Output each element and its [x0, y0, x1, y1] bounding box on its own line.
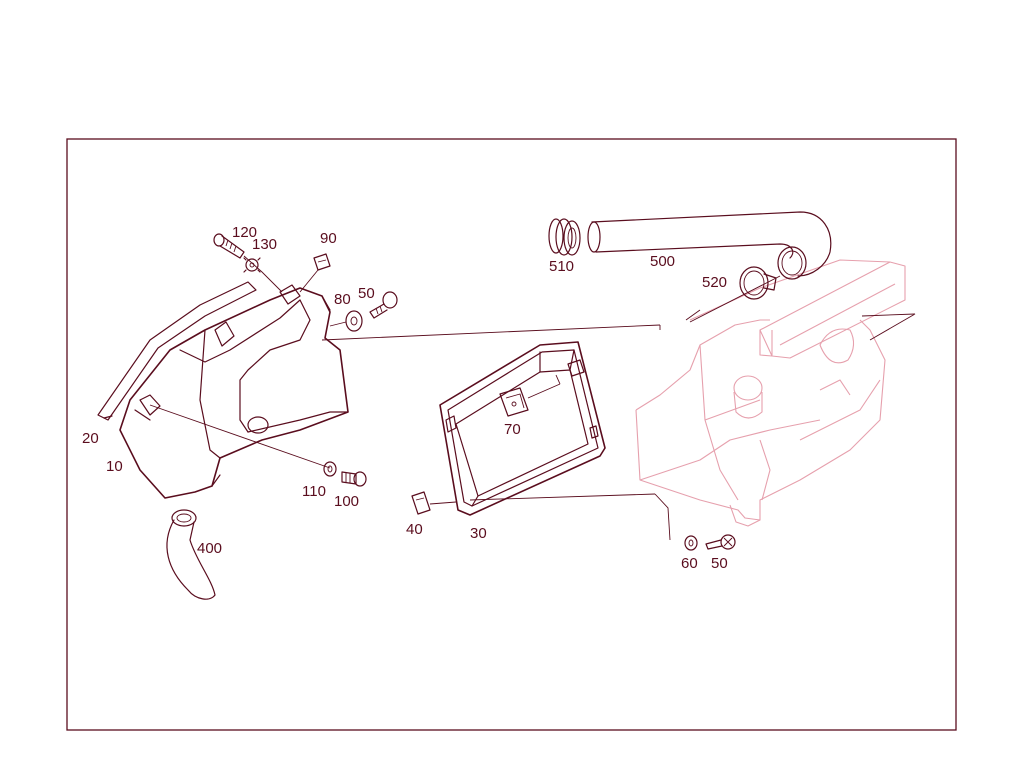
label-40: 40 — [406, 521, 423, 538]
label-130: 130 — [252, 236, 277, 253]
hose-part-500 — [587, 211, 832, 280]
label-90: 90 — [320, 230, 337, 247]
label-50-left: 50 — [358, 285, 375, 302]
clamp-part-520 — [739, 266, 777, 300]
label-30: 30 — [470, 525, 487, 542]
diagram-frame — [66, 138, 957, 731]
washer-part-110 — [323, 461, 337, 477]
frame-part-30 — [439, 341, 606, 516]
part-labels: 120 130 90 80 50 20 10 110 100 400 510 5… — [82, 224, 728, 572]
housing-part-10 — [119, 284, 349, 499]
label-50-right: 50 — [711, 555, 728, 572]
engine-assembly-ghost — [635, 259, 906, 527]
grommet-part-510 — [548, 218, 581, 256]
screw-part-120 — [213, 233, 245, 259]
label-120: 120 — [232, 224, 257, 241]
label-70: 70 — [504, 421, 521, 438]
seal-part-20 — [97, 281, 257, 421]
washer-part-60 — [684, 535, 698, 551]
label-400: 400 — [197, 540, 222, 557]
label-80: 80 — [334, 291, 351, 308]
bolt-part-50-left — [369, 291, 398, 319]
clip-part-40 — [411, 491, 431, 515]
bolt-part-100 — [341, 471, 367, 487]
label-510: 510 — [549, 258, 574, 275]
explosion-lines — [149, 255, 916, 541]
label-60: 60 — [681, 555, 698, 572]
washer-part-130 — [243, 257, 261, 273]
label-110: 110 — [302, 483, 326, 500]
label-10: 10 — [106, 458, 123, 475]
label-500: 500 — [650, 253, 675, 270]
clip-part-70 — [499, 387, 529, 417]
label-100: 100 — [334, 493, 359, 510]
label-520: 520 — [702, 274, 727, 291]
clip-part-90 — [313, 253, 331, 271]
washer-part-80 — [345, 310, 363, 332]
hose-part-400 — [166, 509, 216, 600]
label-20: 20 — [82, 430, 99, 447]
screw-part-50-right — [705, 534, 736, 550]
